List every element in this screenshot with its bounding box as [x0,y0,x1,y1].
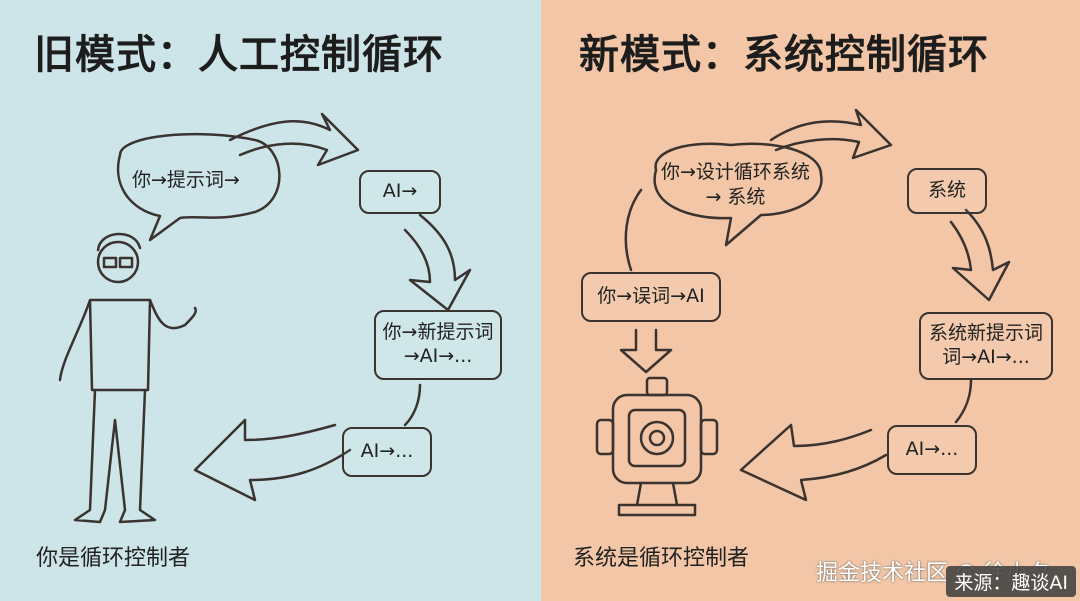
new-ai-dots-box: AI→... [887,425,977,475]
new-system-prompt-box: 系统新提示词 词→AI→... [919,312,1053,380]
old-new-prompt-line1: 你→新提示词 [382,321,494,344]
new-mode-panel: 新模式：系统控制循环 你→设计循环系统 → 系统 系统 你→误词→ [541,0,1080,601]
new-system-prompt-line2: 词→AI→... [942,346,1030,368]
new-mode-title: 新模式：系统控制循环 [579,32,989,78]
new-mode-caption: 系统是循环控制者 [573,546,750,571]
arrow-top-right [769,108,893,160]
new-design-bubble: 你→设计循环系统 → 系统 [661,160,810,209]
arrow-down-to-robot [619,328,673,374]
old-ai-dots-box: AI→... [342,427,432,477]
arrow-right-lower [403,383,422,427]
new-design-line2: → 系统 [705,185,766,208]
arrow-right-down [949,208,1011,302]
robot-illustration [595,376,719,517]
arrow-bottom-back [739,423,888,502]
old-prompt-bubble: 你→提示词→ [132,169,240,191]
new-design-line1: 你→设计循环系统 [661,161,810,183]
arrow-bottom-back [193,418,352,502]
arrow-right-lower [954,378,973,424]
person-illustration [58,232,197,524]
old-mode-caption: 你是循环控制者 [36,546,191,571]
new-system-box: 系统 [907,168,987,214]
old-mode-panel: 旧模式：人工控制循环 你→提示词→ AI→ 你→新提示词 →AI→... AI→… [0,0,541,601]
arrow-top [228,112,360,167]
old-new-prompt-box: 你→新提示词 →AI→... [374,310,502,380]
old-mode-cycle-arrows [58,112,472,524]
new-mode-cycle-arrows [595,108,1011,517]
old-new-prompt-line2: →AI→... [403,345,473,367]
new-system-prompt-line1: 系统新提示词 [928,322,1043,345]
old-ai-box: AI→ [359,170,441,214]
source-badge: 来源：趣谈AI [946,566,1076,597]
arrow-right-down [403,213,472,312]
design-cloud-outline [653,142,823,247]
speech-bubble-outline [116,132,281,242]
arrow-left-up [624,188,643,272]
new-you-ai-box: 你→误词→AI [581,272,721,322]
old-mode-title: 旧模式：人工控制循环 [34,32,444,78]
